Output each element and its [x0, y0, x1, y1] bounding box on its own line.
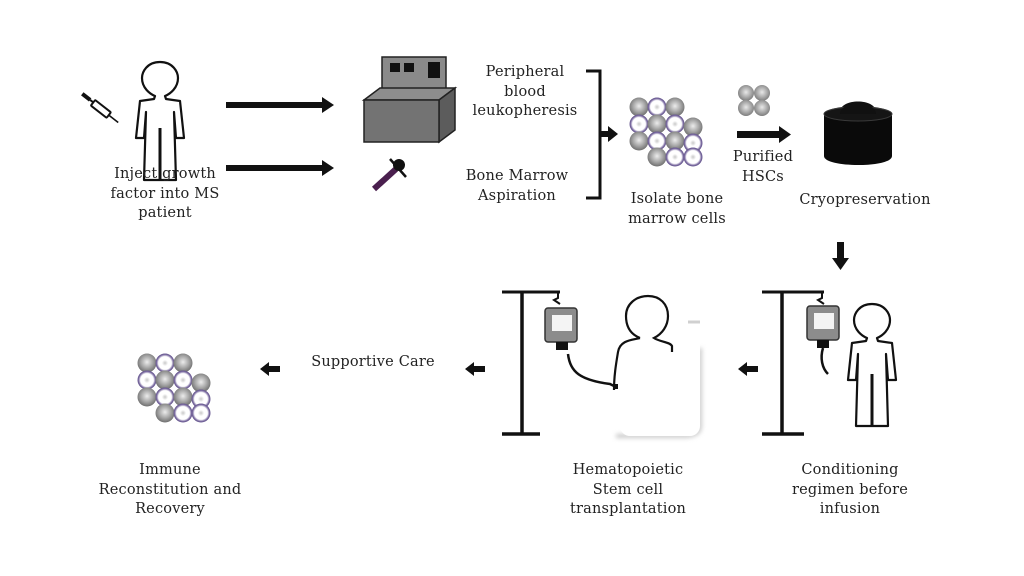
- label-line: Immune: [139, 462, 201, 478]
- syringe-icon: [81, 92, 119, 124]
- label-line: Reconstitution and: [98, 481, 242, 498]
- arrow-right-icon: [226, 97, 334, 113]
- cryo-container-icon: [823, 101, 893, 165]
- cell-icon: [173, 403, 193, 423]
- bracket-merge-icon: [586, 69, 618, 200]
- cell-icon: [683, 117, 703, 137]
- label-line: leukopheresis: [472, 103, 578, 119]
- arrow-right-icon: [737, 126, 791, 143]
- step-inject-label: Inject growth factor into MS patient: [80, 165, 250, 224]
- cell-icon: [683, 133, 703, 153]
- label-line: Aspiration: [478, 187, 556, 204]
- cell-icon: [665, 131, 685, 151]
- label-line: Peripheral: [485, 64, 565, 80]
- step-leukopheresis-label: Peripheral blood leukopheresis: [460, 63, 590, 122]
- label-line: Cryopreservation: [799, 192, 931, 208]
- iv-stand-icon: [502, 290, 578, 436]
- cell-icon: [173, 370, 193, 390]
- cell-icon: [137, 353, 157, 373]
- cell-icon: [191, 403, 211, 423]
- label-line: Bone Marrow: [465, 168, 569, 184]
- cell-icon: [665, 114, 685, 134]
- cell-icon: [155, 403, 175, 423]
- label-line: infusion: [819, 501, 881, 517]
- label-line: Isolate bone: [630, 191, 724, 207]
- step-aspiration-label: Bone Marrow Aspiration: [450, 167, 584, 206]
- cell-icon: [173, 387, 193, 407]
- label-line: patient: [138, 205, 192, 221]
- arrow-right-icon: [226, 160, 334, 176]
- cell-icon: [665, 97, 685, 117]
- iv-stand-icon: [762, 290, 840, 436]
- cell-icon: [155, 370, 175, 390]
- cell-icon: [137, 370, 157, 390]
- aspiration-needle-icon: [371, 158, 407, 192]
- person-icon: [846, 302, 898, 428]
- cell-icon: [647, 97, 667, 117]
- label-line: Inject growth: [114, 166, 216, 182]
- step-cryo-label: Cryopreservation: [780, 191, 950, 211]
- step-transplant-label: Hematopoietic Stem cell transplantation: [548, 461, 708, 520]
- cell-icon: [647, 147, 667, 167]
- cell-icon: [137, 387, 157, 407]
- step-purify-label: Purified HSCs: [722, 148, 804, 187]
- label-line: Hematopoietic: [572, 462, 684, 478]
- cell-icon: [647, 114, 667, 134]
- cell-icon: [665, 147, 685, 167]
- patient-in-bed-icon: [566, 294, 702, 438]
- arrow-left-icon: [260, 362, 280, 376]
- label-line: Stem cell: [592, 481, 664, 498]
- step-supportive-label: Supportive Care: [300, 353, 446, 373]
- cell-icon: [173, 353, 193, 373]
- cell-icon: [629, 114, 649, 134]
- cell-cluster-icon: [629, 97, 703, 167]
- cell-icon: [629, 97, 649, 117]
- cell-cluster-icon: [137, 353, 211, 423]
- label-line: Conditioning: [801, 462, 899, 478]
- step-isolate-label: Isolate bone marrow cells: [612, 190, 742, 229]
- label-line: HSCs: [742, 168, 784, 185]
- cell-icon: [155, 353, 175, 373]
- label-line: transplantation: [569, 501, 687, 517]
- arrow-left-icon: [465, 362, 485, 376]
- cell-icon: [191, 389, 211, 409]
- person-icon: [134, 60, 186, 182]
- cell-icon: [629, 131, 649, 151]
- hsc-cells-icon: [738, 85, 770, 116]
- label-line: blood: [504, 83, 546, 100]
- step-conditioning-label: Conditioning regimen before infusion: [775, 461, 925, 520]
- cell-icon: [155, 387, 175, 407]
- label-line: marrow cells: [628, 210, 726, 227]
- label-line: Supportive Care: [311, 354, 435, 370]
- label-line: regimen before: [792, 481, 908, 498]
- arrow-left-icon: [738, 362, 758, 376]
- label-line: Recovery: [135, 501, 205, 517]
- apheresis-machine-icon: [361, 56, 458, 144]
- cell-icon: [683, 147, 703, 167]
- label-line: Purified: [732, 149, 794, 165]
- label-line: factor into MS: [110, 185, 220, 202]
- arrow-down-icon: [832, 242, 849, 270]
- cell-icon: [191, 373, 211, 393]
- step-recovery-label: Immune Reconstitution and Recovery: [85, 461, 255, 520]
- cell-icon: [647, 131, 667, 151]
